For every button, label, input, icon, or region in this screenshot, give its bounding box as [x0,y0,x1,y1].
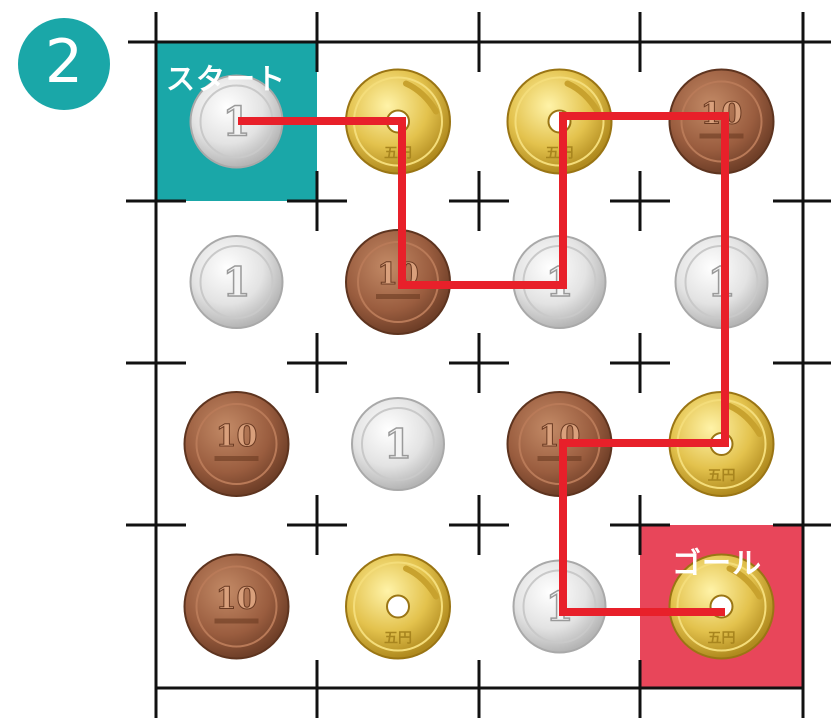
puzzle-number: 2 [44,27,84,97]
coin-5yen: 五円 [668,553,775,660]
coin-10yen: 10 [183,391,290,497]
coin-1yen: 1 [351,397,445,491]
coin-value-label: 1 [223,259,251,306]
coin-1yen: 1 [189,235,284,329]
coin-value-label: 五円 [708,468,736,484]
coin-value-label: 10 [216,582,258,617]
start-label: スタート [166,62,287,96]
coin-5yen: 五円 [345,553,451,660]
coin-value-label: 五円 [384,631,412,647]
grid-lines [126,12,831,718]
coin-value-label: 五円 [708,631,736,647]
coin-value-label: 10 [216,419,258,454]
coin-10yen: 10 [183,553,290,660]
goal-label: ゴール [672,546,763,580]
route-path [238,112,729,616]
coin-value-label: 1 [384,421,412,468]
puzzle-number-badge: 2 [18,18,110,110]
